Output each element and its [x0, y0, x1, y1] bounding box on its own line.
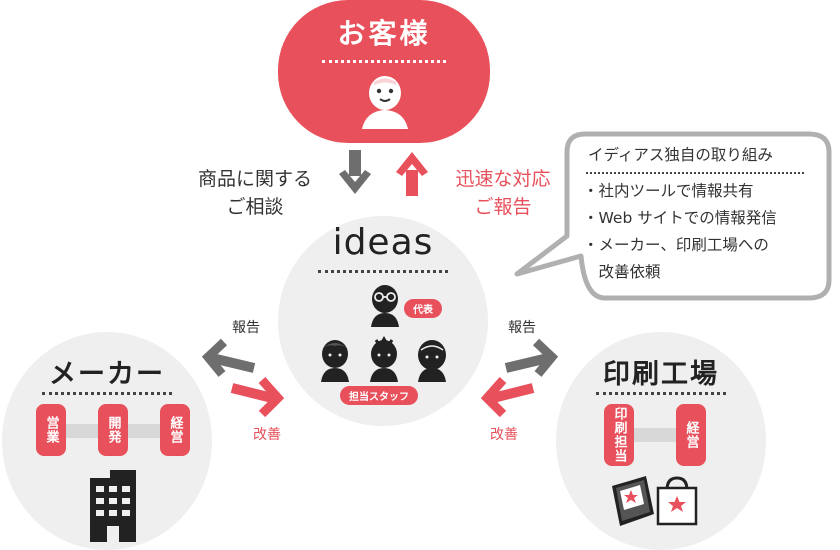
representative-tag: 代表 [404, 299, 442, 318]
improve-label-left: 改善 [253, 427, 281, 443]
factory-divider [596, 392, 726, 395]
factory-connector [630, 428, 686, 442]
arrow-left-gray-icon [202, 338, 256, 377]
maker-pill-management: 経営 [160, 404, 190, 456]
maker-divider [42, 392, 172, 395]
report-label-left: 報告 [232, 320, 260, 336]
building-icon [90, 470, 136, 542]
customer-person-icon [362, 76, 408, 129]
bubble-item: 改善依頼 [583, 263, 661, 281]
improve-label-right: 改善 [490, 427, 518, 443]
factory-pill-management: 経営 [676, 404, 706, 466]
customer-divider [322, 60, 446, 63]
ideas-divider [318, 270, 448, 273]
staff-person-icon [370, 336, 398, 382]
bubble-item: ・社内ツールで情報共有 [583, 182, 754, 200]
consult-label-line2: ご相談 [226, 196, 284, 218]
staff-person-icon [321, 340, 349, 382]
maker-title: メーカー [49, 359, 165, 390]
bubble-divider [586, 172, 804, 174]
shopping-bag-icon [656, 476, 698, 526]
arrow-down-icon [339, 150, 371, 194]
response-label-line2: ご報告 [474, 196, 532, 218]
factory-pill-print: 印刷担当 [604, 404, 634, 466]
response-label-line1: 迅速な対応 [455, 168, 551, 190]
maker-pill-sales: 営業 [36, 404, 66, 456]
arrow-left-red-icon [481, 377, 535, 418]
maker-pill-development: 開発 [98, 404, 128, 456]
report-label-right: 報告 [508, 320, 536, 336]
arrow-right-red-icon [230, 377, 284, 418]
book-icon [612, 476, 654, 526]
ideas-title: ideas [332, 222, 434, 263]
customer-title: お客様 [337, 17, 431, 50]
consult-label-line1: 商品に関する [197, 168, 312, 190]
staff-person-icon [418, 340, 446, 382]
representative-person-icon [371, 285, 399, 327]
bubble-item: ・メーカー、印刷工場への [583, 236, 769, 254]
arrow-right-gray-icon [504, 338, 558, 377]
bubble-title: イディアス独自の取り組み [588, 146, 773, 164]
factory-title: 印刷工場 [603, 359, 719, 390]
arrow-up-icon [396, 152, 428, 196]
speech-bubble [514, 131, 832, 301]
staff-tag: 担当スタッフ [340, 386, 418, 405]
glasses-icon [374, 292, 396, 302]
bubble-item: ・Web サイトでの情報発信 [583, 209, 777, 227]
